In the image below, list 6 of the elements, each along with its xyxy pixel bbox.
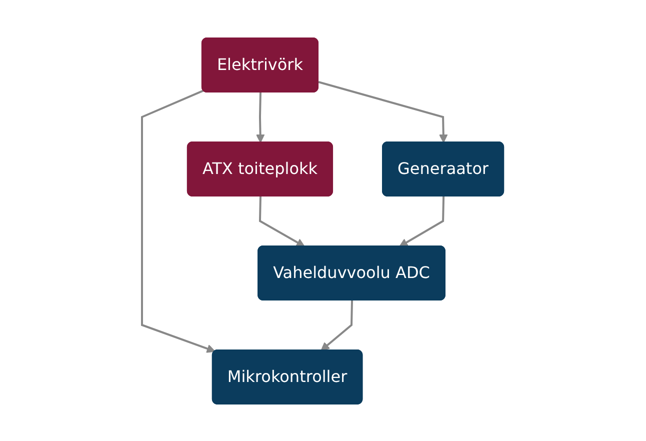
arrow xyxy=(256,92,265,142)
arrow xyxy=(318,80,448,142)
arrow xyxy=(141,89,216,352)
arrow xyxy=(399,196,445,246)
arrow xyxy=(259,196,306,246)
arrow xyxy=(320,300,354,350)
